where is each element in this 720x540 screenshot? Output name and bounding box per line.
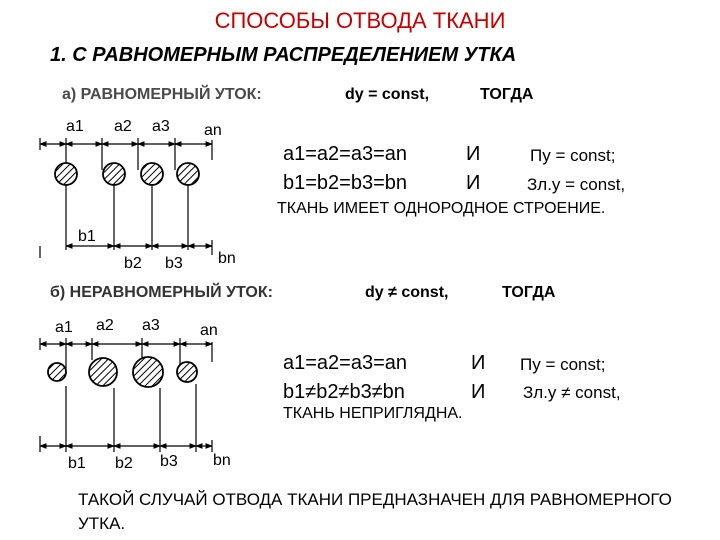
nonuniform-bottom-label: b1: [68, 455, 86, 472]
nonuniform-top-label: a2: [96, 317, 114, 334]
uniform-top-label: a2: [114, 118, 132, 135]
weft-thread: [102, 162, 126, 186]
uniform-eq2: b1=b2=b3=bn: [283, 172, 408, 194]
nonuniform-and: И: [471, 352, 486, 374]
uniform-bottom-label: b1: [78, 228, 96, 245]
uniform-top-label: an: [204, 122, 222, 139]
nonuniform-condition: dy ≠ const,: [365, 284, 449, 301]
uniform-bottom-label: b2: [124, 255, 142, 272]
nonuniform-result1: Пу = const;: [520, 355, 606, 374]
uniform-condition: dy = const,: [345, 86, 430, 103]
uniform-and: И: [466, 143, 481, 165]
nonuniform-bottom-label: bn: [213, 452, 231, 469]
nonuniform-weft-figure: [39, 338, 213, 452]
uniform-result1: Пу = const;: [530, 146, 616, 165]
uniform-then: ТОГДА: [480, 86, 534, 103]
nonuniform-eq2: b1≠b2≠b3≠bn: [283, 381, 405, 403]
weft-thread: [176, 162, 200, 186]
uniform-conclusion: ТКАНЬ ИМЕЕТ ОДНОРОДНОЕ СТРОЕНИЕ.: [277, 200, 606, 217]
uniform-and: И: [466, 172, 481, 194]
uniform-top-label: a1: [66, 118, 84, 135]
weft-thread: [47, 362, 67, 382]
page-title: СПОСОБЫ ОТВОДА ТКАНИ: [214, 8, 506, 33]
weft-thread: [88, 357, 118, 387]
nonuniform-then: ТОГДА: [502, 284, 556, 301]
section-heading: 1. С РАВНОМЕРНЫМ РАСПРЕДЕЛЕНИЕМ УТКА: [50, 44, 517, 66]
nonuniform-and: И: [471, 381, 486, 403]
nonuniform-top-label: an: [200, 322, 218, 339]
uniform-result2: Зл.у = const,: [527, 175, 626, 194]
weft-thread: [140, 162, 164, 186]
nonuniform-eq1: a1=a2=a3=an: [283, 352, 408, 374]
uniform-bottom-label: b3: [165, 255, 183, 272]
footer-note: ТАКОЙ СЛУЧАЙ ОТВОДА ТКАНИ ПРЕДНАЗНАЧЕН Д…: [78, 490, 672, 533]
nonuniform-top-label: a3: [142, 317, 160, 334]
nonuniform-conclusion: ТКАНЬ НЕПРИГЛЯДНА.: [283, 405, 463, 422]
nonuniform-result2: Зл.у ≠ const,: [523, 383, 621, 402]
nonuniform-bottom-label: b2: [115, 455, 133, 472]
uniform-top-label: a3: [152, 118, 170, 135]
uniform-eq1: a1=a2=a3=an: [283, 143, 408, 165]
nonuniform-top-label: a1: [55, 319, 73, 336]
weft-thread: [176, 361, 198, 383]
uniform-bottom-label: bn: [218, 250, 236, 267]
uniform-label: а) РАВНОМЕРНЫЙ УТОК:: [62, 86, 262, 103]
nonuniform-label: б) НЕРАВНОМЕРНЫЙ УТОК:: [50, 284, 273, 301]
weft-thread: [132, 356, 164, 388]
uniform-weft-figure: [39, 138, 213, 258]
weft-thread: [54, 162, 78, 186]
nonuniform-bottom-label: b3: [160, 453, 178, 470]
